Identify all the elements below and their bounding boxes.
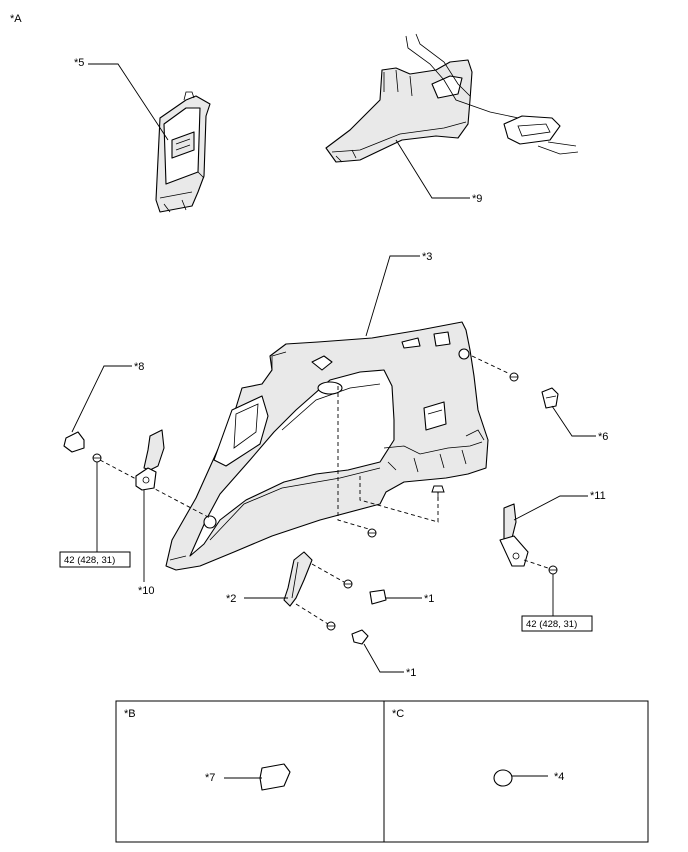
callout-7: *7 (205, 772, 215, 784)
part-8-cover (63, 431, 85, 453)
callout-9: *9 (472, 193, 482, 205)
bolt-left (92, 453, 102, 463)
leader-11 (513, 495, 588, 521)
view-label-b: *B (124, 708, 136, 720)
callout-8: *8 (134, 361, 144, 373)
assembly-line-a (337, 386, 373, 531)
callout-3: *3 (422, 251, 432, 263)
torque-value-left: 42 (428, 31) (64, 555, 115, 566)
callout-5: *5 (74, 57, 84, 69)
leader-8 (71, 365, 132, 433)
part-6-clip (541, 387, 559, 409)
bolt-grip-lower (326, 621, 336, 631)
part-4-cap (493, 769, 513, 787)
part-5-pillar-garnish (155, 91, 211, 213)
bolt-center-lower (367, 528, 377, 538)
part-2-assist-grip (283, 551, 313, 607)
callout-1a: *1 (424, 593, 434, 605)
callout-4: *4 (554, 771, 564, 783)
view-label-a: *A (10, 13, 22, 25)
leader-5 (88, 63, 169, 141)
inset-frame (115, 700, 649, 843)
part-11-belt-anchor-right (499, 503, 529, 567)
part-1-cap-upper (369, 589, 387, 605)
part-9-upper-quarter-trim (325, 33, 579, 163)
leader-6 (551, 405, 596, 437)
leader-3 (365, 255, 420, 337)
assembly-line-g (295, 603, 329, 625)
part-10-belt-anchor-left (135, 429, 165, 491)
torque-value-right: 42 (428, 31) (526, 619, 577, 630)
torque-box-left: 42 (428, 31) (59, 551, 131, 568)
bolt-right (548, 565, 558, 575)
leader-1b (363, 643, 404, 673)
assembly-line-e (523, 559, 549, 569)
clip-center (431, 485, 445, 500)
callout-11: *11 (590, 490, 606, 502)
callout-1b: *1 (406, 667, 416, 679)
callout-2: *2 (226, 593, 236, 605)
bolt-upper-right (509, 372, 519, 382)
callout-10: *10 (138, 585, 155, 597)
part-7-cover (259, 763, 291, 791)
part-3-quarter-trim-panel (165, 321, 489, 571)
bolt-grip-upper (343, 579, 353, 589)
assembly-line-b (359, 476, 439, 523)
assembly-line-f (311, 563, 345, 583)
assembly-line-c (471, 355, 511, 375)
view-label-c: *C (392, 708, 404, 720)
part-1-cap-lower (351, 629, 369, 645)
assembly-line-d (99, 459, 211, 519)
callout-6: *6 (598, 431, 608, 443)
leader-9 (395, 139, 470, 199)
torque-box-right: 42 (428, 31) (521, 615, 593, 632)
